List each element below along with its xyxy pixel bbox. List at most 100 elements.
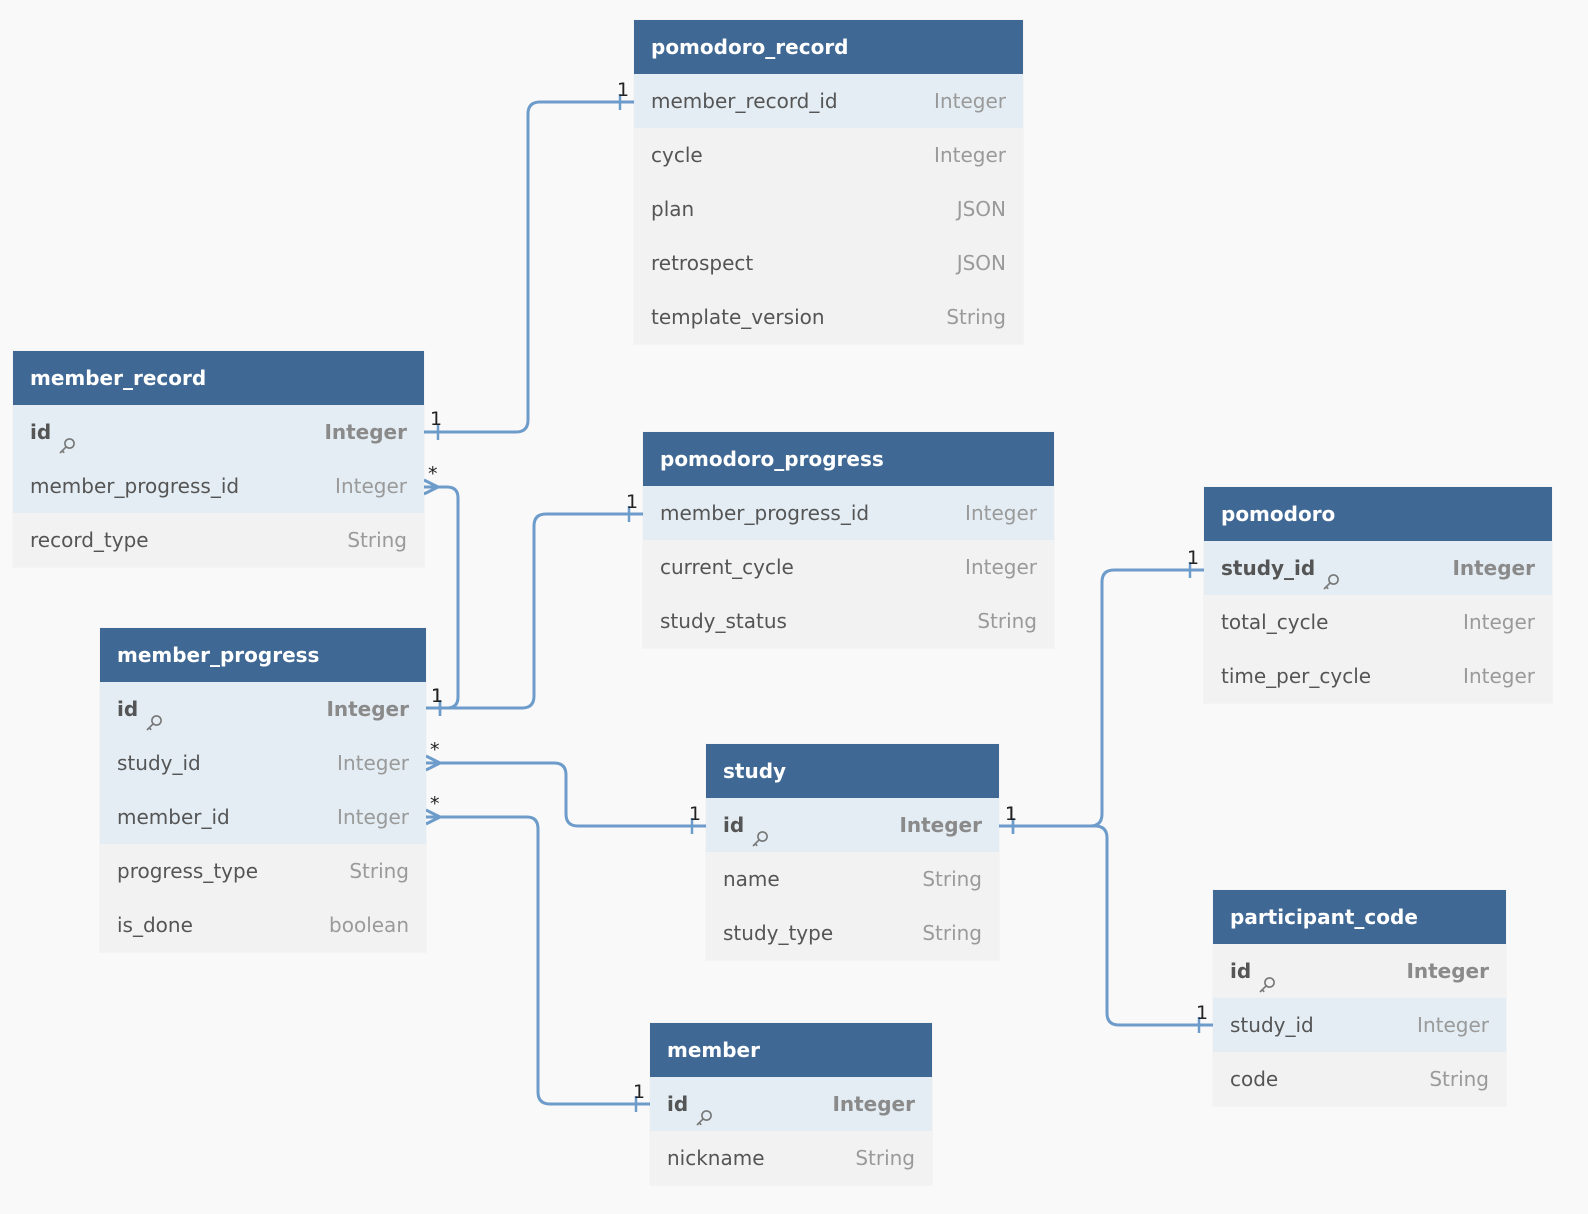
field-name-wrap: plan: [651, 182, 694, 236]
field-type: String: [347, 528, 407, 552]
field-type: Integer: [337, 805, 409, 829]
field-type: String: [946, 305, 1006, 329]
field-name-wrap: is_done: [117, 898, 193, 952]
field-name: member_progress_id: [30, 474, 240, 498]
field-row[interactable]: member_id Integer: [100, 790, 426, 844]
field-type: String: [977, 609, 1037, 633]
table-header[interactable]: pomodoro_record: [634, 20, 1023, 74]
table-header[interactable]: member: [650, 1023, 932, 1077]
cardinality-label: *: [430, 739, 440, 761]
key-icon: [57, 422, 77, 454]
field-name-wrap: record_type: [30, 513, 149, 567]
field-name-wrap: member_progress_id: [30, 459, 239, 513]
field-row[interactable]: study_id Integer: [1204, 541, 1552, 595]
table-header[interactable]: member_record: [13, 351, 424, 405]
field-name-wrap: template_version: [651, 290, 825, 344]
field-name-wrap: id: [1230, 944, 1277, 998]
field-row[interactable]: progress_type String: [100, 844, 426, 898]
cardinality-label: 1: [1005, 803, 1017, 825]
table-header[interactable]: pomodoro_progress: [643, 432, 1054, 486]
table-header[interactable]: study: [706, 744, 999, 798]
table-header[interactable]: pomodoro: [1204, 487, 1552, 541]
field-name-wrap: nickname: [667, 1131, 765, 1185]
crowfoot-many-marker: [423, 478, 440, 496]
cardinality-label: 1: [1196, 1002, 1208, 1024]
field-row[interactable]: plan JSON: [634, 182, 1023, 236]
field-type: Integer: [934, 143, 1006, 167]
field-type: Integer: [1406, 959, 1489, 983]
field-name: progress_type: [117, 859, 259, 883]
field-type: String: [349, 859, 409, 883]
field-type: String: [922, 867, 982, 891]
field-name: id: [30, 420, 52, 444]
field-type: Integer: [335, 474, 407, 498]
field-type: Integer: [1452, 556, 1535, 580]
field-name: nickname: [667, 1146, 765, 1170]
field-type: Integer: [1417, 1013, 1489, 1037]
field-type: Integer: [934, 89, 1006, 113]
cardinality-label: 1: [689, 803, 701, 825]
field-type: Integer: [899, 813, 982, 837]
field-row[interactable]: id Integer: [1213, 944, 1506, 998]
field-row[interactable]: member_progress_id Integer: [13, 459, 424, 513]
field-type: JSON: [956, 197, 1006, 221]
field-name: id: [117, 697, 139, 721]
cardinality-label: 1: [626, 491, 638, 513]
field-name-wrap: current_cycle: [660, 540, 794, 594]
crowfoot-many-marker: [425, 754, 442, 772]
field-name-wrap: member_id: [117, 790, 230, 844]
field-name-wrap: member_progress_id: [660, 486, 869, 540]
field-row[interactable]: name String: [706, 852, 999, 906]
cardinality-label: 1: [430, 408, 442, 430]
field-name: template_version: [651, 305, 825, 329]
field-name-wrap: time_per_cycle: [1221, 649, 1371, 703]
field-name-wrap: id: [117, 682, 164, 736]
field-row[interactable]: template_version String: [634, 290, 1023, 344]
field-name: study_id: [1230, 1013, 1314, 1037]
field-type: String: [1429, 1067, 1489, 1091]
relationship-line: [426, 815, 650, 1106]
field-row[interactable]: id Integer: [650, 1077, 932, 1131]
field-name-wrap: study_id: [1221, 541, 1341, 595]
field-type: Integer: [337, 751, 409, 775]
relationship-line: [424, 100, 634, 434]
field-type: String: [922, 921, 982, 945]
table-header[interactable]: participant_code: [1213, 890, 1506, 944]
cardinality-label: 1: [431, 685, 443, 707]
table-header[interactable]: member_progress: [100, 628, 426, 682]
field-type: Integer: [832, 1092, 915, 1116]
field-row[interactable]: study_id Integer: [1213, 998, 1506, 1052]
field-row[interactable]: record_type String: [13, 513, 424, 567]
field-name: name: [723, 867, 780, 891]
relationship-line: [424, 485, 460, 710]
relationship-line: [426, 761, 706, 828]
cardinality-label: 1: [633, 1081, 645, 1103]
field-name: record_type: [30, 528, 149, 552]
field-name-wrap: progress_type: [117, 844, 258, 898]
field-name-wrap: id: [667, 1077, 714, 1131]
